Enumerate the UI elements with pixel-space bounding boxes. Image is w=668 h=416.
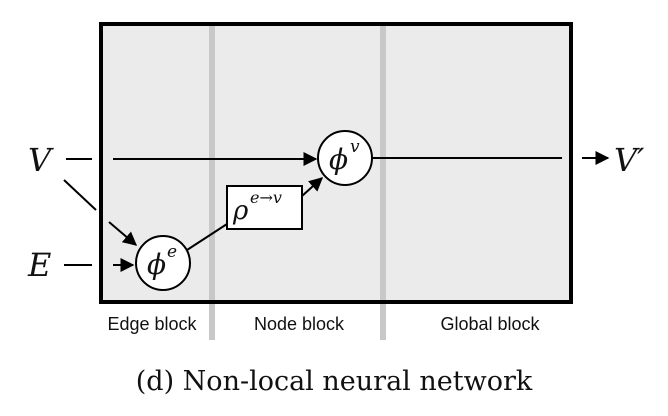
panel-border <box>99 22 573 304</box>
divider-node-global <box>380 24 386 340</box>
rho-label: ρ <box>232 196 249 226</box>
input-e-label: E <box>27 246 51 284</box>
phi-e-node <box>135 235 191 291</box>
v-diagonal-outside <box>63 179 97 211</box>
phi-v-sup: v <box>350 137 360 157</box>
rho-to-phi-v-arrow <box>301 177 324 197</box>
node-block-label: Node block <box>254 314 345 334</box>
phi-v-label: ϕ <box>329 143 348 176</box>
edge-block-label: Edge block <box>107 314 197 334</box>
phi-e-sup: e <box>167 242 177 262</box>
input-v-label: V <box>28 141 54 179</box>
divider-edge-node <box>209 24 215 340</box>
output-v-label: V′ <box>614 141 645 179</box>
phi-e-label: ϕ <box>147 248 166 281</box>
rho-aggregation-box <box>226 185 303 230</box>
rho-sup: e→v <box>250 188 282 207</box>
v-to-phi-e-arrow <box>108 221 138 246</box>
figure-caption: (d) Non-local neural network <box>136 366 533 397</box>
phi-e-to-rho-line <box>186 223 228 251</box>
global-block-label: Global block <box>440 314 540 334</box>
